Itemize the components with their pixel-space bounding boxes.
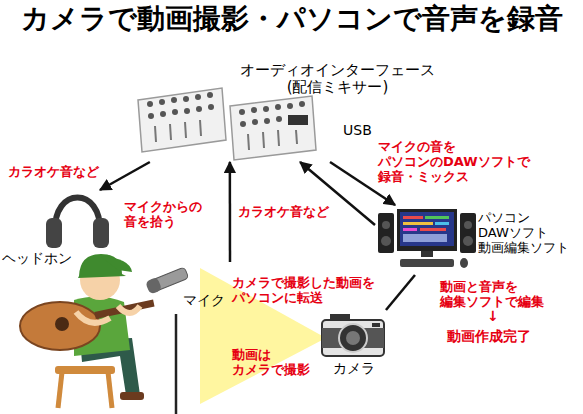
headphone-label: ヘッドホン [2,250,72,266]
microphone [145,266,189,414]
note: 動画作成完了 [447,328,531,344]
connector-arrow [229,162,232,262]
edge-label: カラオケ音など [238,205,329,220]
edge-label: マイクからの 音を拾う [124,200,208,230]
mic-label: マイク [183,292,225,308]
connector-arrow [100,162,150,190]
device-node: カメラ [318,310,390,378]
note: 動画は カメラで撮影 [232,348,316,378]
note: 動画と音声を 編集ソフトで編集 [440,280,552,310]
guitar-player [20,254,155,408]
edge-label: カラオケ音など [8,165,99,180]
device-node: ヘッドホン [2,190,102,270]
interface-label: オーディオインターフェース (配信ミキサー) [230,62,445,97]
edge-label: マイクの音を パソコンのDAWソフトで 録音・ミックス [378,140,558,185]
computer [378,209,476,268]
pc-label: パソコン DAWソフト 動画編集ソフト [478,211,578,256]
port-label: USB [343,122,372,138]
camera-label: カメラ [333,360,375,376]
title: カメラで動画撮影・パソコンで音声を録音 [0,3,583,35]
device-node: パソコン DAWソフト 動画編集ソフト [375,205,580,275]
device-node: マイク [140,262,230,312]
edge-label: カメラで撮影した動画を パソコンに転送 [232,276,382,306]
headphones [46,198,109,249]
mixer-left [138,88,226,152]
connector-arrow [386,275,415,310]
mixer-right [230,96,316,160]
flow-arrow: ↓ [487,308,499,324]
camera [322,314,384,356]
